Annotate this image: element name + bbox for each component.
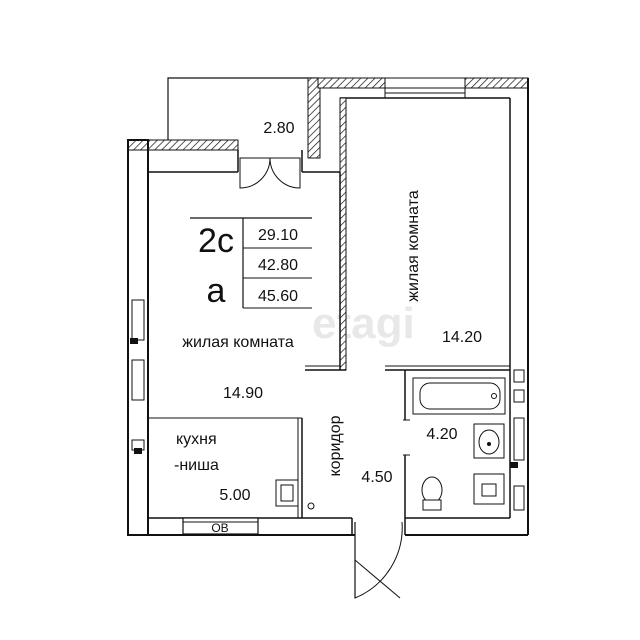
kitchen-name-line1: кухня	[176, 431, 217, 448]
living-room-left-area: 14.90	[223, 385, 263, 402]
bathroom-area: 4.20	[426, 426, 457, 443]
balcony-total-area-value: 45.60	[258, 288, 298, 305]
apartment-info: 2с а 29.10 42.80 45.60	[190, 217, 312, 310]
kitchen-area: 5.00	[219, 487, 250, 504]
balcony	[167, 77, 321, 159]
vent-label: ОВ	[211, 521, 228, 535]
apartment-letter: а	[207, 272, 226, 310]
watermark: etagi	[312, 299, 415, 348]
partition-wall	[305, 97, 347, 371]
balcony-door	[239, 157, 301, 189]
kitchen-name-line2: -ниша	[174, 457, 219, 474]
bathroom-walls	[385, 365, 510, 518]
total-area-value: 42.80	[258, 257, 298, 274]
living-room-left-name: жилая комната	[182, 334, 294, 351]
apartment-code: 2с	[198, 222, 234, 260]
living-area-value: 29.10	[258, 227, 298, 244]
living-room-right-name: жилая комната	[405, 190, 422, 302]
corridor-area: 4.50	[361, 469, 392, 486]
living-room-right-area: 14.20	[442, 329, 482, 346]
entrance-door	[351, 518, 406, 599]
kitchen-walls	[148, 417, 315, 518]
outer-walls	[127, 77, 529, 536]
vent-block: ОВ	[182, 517, 259, 535]
corridor-name: коридор	[327, 415, 344, 476]
right-windows	[510, 369, 525, 511]
left-windows	[130, 299, 145, 454]
balcony-area: 2.80	[263, 120, 294, 137]
